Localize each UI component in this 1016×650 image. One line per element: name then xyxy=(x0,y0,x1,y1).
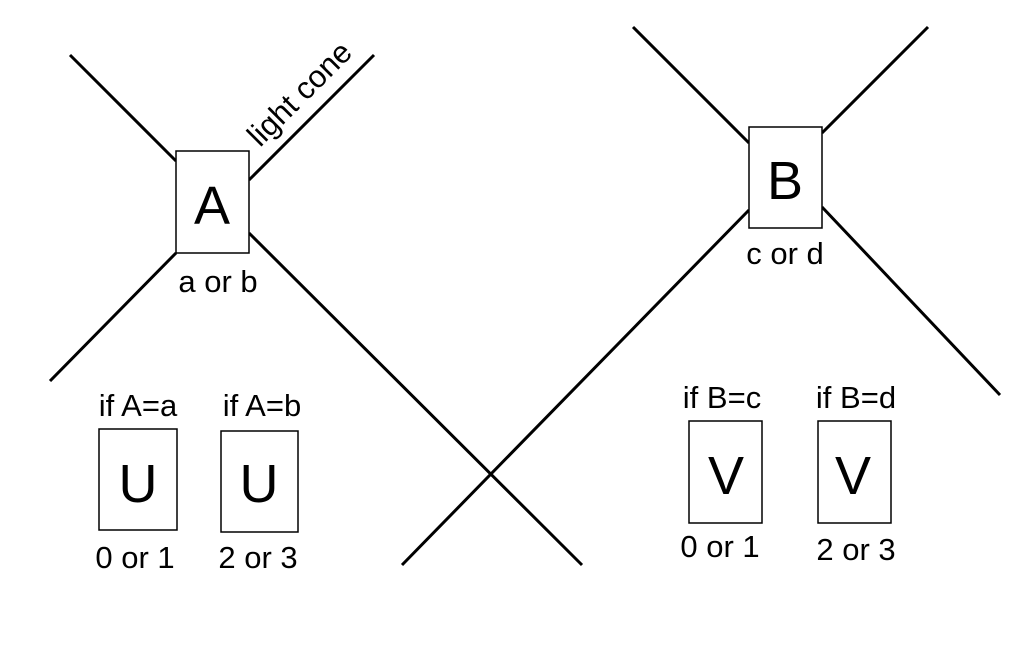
light-cone-a-past-left xyxy=(48,251,178,383)
u1-label: U xyxy=(119,454,158,514)
u1-outcomes: 0 or 1 xyxy=(95,540,174,575)
v1-label: V xyxy=(708,446,744,506)
light-cone-label: light cone xyxy=(240,34,359,153)
v2-outcomes: 2 or 3 xyxy=(816,532,895,567)
light-cone-a-future-right xyxy=(247,53,376,182)
event-b-box xyxy=(748,126,823,229)
v1-outcomes: 0 or 1 xyxy=(680,529,759,564)
u2-condition: if A=b xyxy=(223,388,301,423)
event-a-outcomes: a or b xyxy=(178,264,257,299)
v1-condition: if B=c xyxy=(683,380,761,415)
light-cone-b-past-right xyxy=(820,205,1002,397)
light-cone-a-future-left xyxy=(68,53,178,163)
u2-outcomes: 2 or 3 xyxy=(218,540,297,575)
u1-box xyxy=(98,428,178,531)
v2-condition: if B=d xyxy=(816,380,896,415)
event-b-outcomes: c or d xyxy=(746,236,824,271)
event-b-label: B xyxy=(767,151,803,211)
u2-label: U xyxy=(240,454,279,514)
v2-label: V xyxy=(835,446,871,506)
light-cone-b-future-right xyxy=(820,25,930,135)
light-cone-b-past-left xyxy=(400,208,751,567)
u2-box xyxy=(220,430,299,533)
light-cone-a-past-right xyxy=(247,231,584,567)
v2-box xyxy=(817,420,892,524)
event-a-label: A xyxy=(194,176,230,236)
v1-box xyxy=(688,420,763,524)
light-cone-b-future-left xyxy=(631,25,751,145)
u1-condition: if A=a xyxy=(99,388,178,423)
event-a-box xyxy=(175,150,250,254)
